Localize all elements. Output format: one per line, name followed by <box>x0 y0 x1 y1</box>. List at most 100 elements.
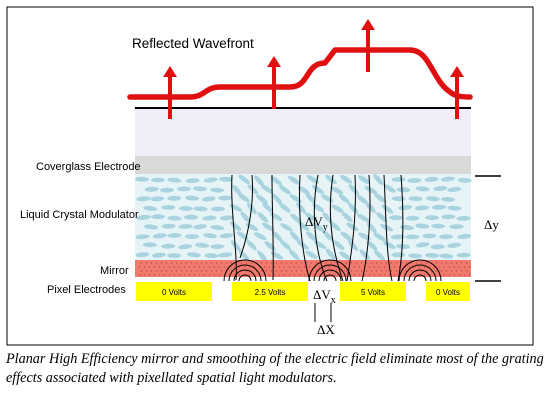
mirror-dot <box>243 266 246 268</box>
mirror-dot <box>183 266 186 268</box>
mirror-dot <box>160 262 163 264</box>
wavefront-arrow-head <box>361 19 375 30</box>
mirror-dot <box>145 262 148 264</box>
lc-molecule <box>178 224 193 229</box>
mirror-dot <box>383 274 386 276</box>
lc-molecule <box>398 205 413 210</box>
lc-molecule <box>210 225 225 231</box>
lc-molecule <box>246 239 257 251</box>
electrode-pad <box>136 282 212 301</box>
lc-molecule <box>231 184 242 196</box>
lc-molecule <box>262 202 274 213</box>
coverglass-electrode-label: Coverglass Electrode <box>36 161 141 173</box>
mirror-dot <box>248 266 251 268</box>
mirror-dot <box>245 262 248 264</box>
lc-molecule <box>186 252 201 258</box>
mirror-dot <box>318 266 321 268</box>
mirror-dot <box>378 274 381 276</box>
mirror-dot <box>408 274 411 276</box>
field-line <box>239 174 253 259</box>
mirror-dot <box>423 266 426 268</box>
mirror-dot <box>458 274 461 276</box>
lc-molecule <box>358 232 371 241</box>
mirror-dot <box>233 266 236 268</box>
fringe-field-arc <box>308 259 352 282</box>
lc-molecule <box>405 234 420 240</box>
lc-molecule <box>330 186 344 195</box>
mirror-dot <box>150 270 153 272</box>
mirror-dot <box>358 266 361 268</box>
mirror-dot <box>333 266 336 268</box>
mirror-dot <box>300 270 303 272</box>
mirror-dot <box>198 274 201 276</box>
mirror-dot <box>183 274 186 276</box>
mirror-dot <box>193 266 196 268</box>
mirror-dot <box>363 274 366 276</box>
mirror-dot <box>200 270 203 272</box>
lc-molecule <box>253 232 267 241</box>
mirror-dot <box>138 274 141 276</box>
mirror-dot <box>145 270 148 272</box>
mirror-dot <box>413 266 416 268</box>
mirror-dot <box>210 262 213 264</box>
lc-molecule <box>405 215 420 221</box>
mirror-dot <box>213 274 216 276</box>
mirror-dot <box>238 274 241 276</box>
field-line <box>361 174 371 282</box>
mirror-dot <box>205 262 208 264</box>
lc-molecule <box>278 185 291 195</box>
lc-molecule <box>333 240 345 251</box>
mirror-dot <box>220 262 223 264</box>
lc-molecule <box>357 214 370 222</box>
mirror-dot <box>295 262 298 264</box>
mirror-dot <box>438 266 441 268</box>
lc-molecule <box>289 194 302 203</box>
mirror-dot <box>175 270 178 272</box>
mirror-dot <box>283 274 286 276</box>
mirror-layer <box>135 260 471 277</box>
mirror-dot <box>238 266 241 268</box>
lc-molecule <box>167 177 182 183</box>
mirror-dot <box>178 274 181 276</box>
lc-molecule <box>439 234 453 240</box>
mirror-dot <box>180 270 183 272</box>
lc-molecule <box>400 225 414 230</box>
lc-molecule <box>185 234 199 239</box>
lc-molecule <box>348 184 359 195</box>
lc-molecule <box>341 212 353 223</box>
lc-molecule <box>135 176 149 182</box>
lc-molecule <box>161 243 176 249</box>
mirror-dot <box>350 270 353 272</box>
lc-molecule <box>211 206 225 212</box>
mirror-dot <box>170 270 173 272</box>
mirror-dot <box>353 274 356 276</box>
electrode-voltage-label: 0 Volts <box>162 288 186 297</box>
lc-molecule <box>415 223 430 229</box>
lc-molecule <box>272 193 283 205</box>
lc-molecule <box>192 186 207 192</box>
mirror-dot <box>165 270 168 272</box>
mirror-dot <box>368 274 371 276</box>
mirror-dot <box>175 262 178 264</box>
mirror-dot <box>453 266 456 268</box>
electrode-pad <box>232 282 308 301</box>
lc-molecule <box>271 231 283 242</box>
lc-molecule <box>160 187 174 193</box>
lc-molecule <box>257 212 269 223</box>
lc-molecule <box>425 215 439 221</box>
mirror-dot <box>413 274 416 276</box>
lc-molecule <box>167 233 182 238</box>
mirror-dot <box>185 270 188 272</box>
mirror-dot <box>195 270 198 272</box>
mirror-dot <box>165 262 168 264</box>
lc-molecule <box>254 175 265 187</box>
fringe-field-arc <box>408 269 432 282</box>
lc-molecule <box>340 174 353 184</box>
lc-molecule <box>210 187 225 193</box>
mirror-dot <box>268 274 271 276</box>
mirror-dot <box>273 266 276 268</box>
mirror-dot <box>435 262 438 264</box>
mirror-dot <box>315 262 318 264</box>
lc-molecule <box>193 224 207 230</box>
mirror-dot <box>443 274 446 276</box>
